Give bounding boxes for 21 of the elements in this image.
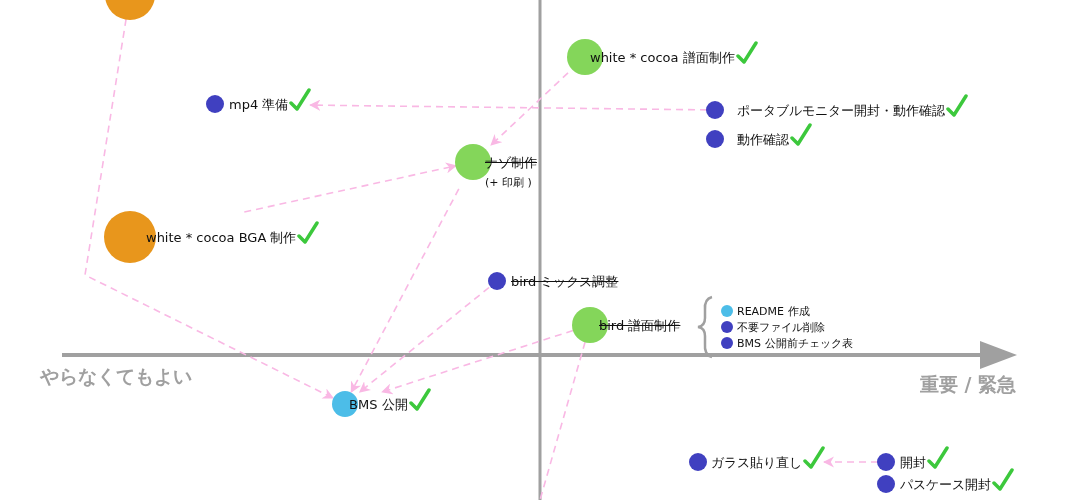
arrow (822, 456, 879, 468)
task-label: README 作成 (737, 304, 810, 320)
task-label: bird ミックス調整 (511, 272, 619, 291)
arrow (84, 18, 334, 399)
arrow (358, 286, 490, 393)
arrow (490, 72, 569, 146)
axis-label: 重要 / 緊急 (920, 372, 1017, 397)
task-label: パスケース開封 (900, 475, 991, 494)
task-label: 開封 (900, 453, 926, 472)
task-label: ポータブルモニター開封・動作確認 (737, 101, 945, 120)
task-note: (+ 印刷 ) (485, 174, 533, 190)
arrow (350, 188, 460, 393)
task-label: mp4 準備 (229, 95, 289, 114)
task-label: 動作確認 (737, 130, 789, 149)
arrow (381, 329, 574, 395)
task-label: BMS 公開前チェック表 (737, 336, 853, 352)
task-label: ナゾ制作 (485, 153, 537, 172)
axis-label: やらなくてもよい (40, 364, 192, 389)
task-label: 不要ファイル削除 (737, 320, 825, 336)
task-label: ガラス貼り直し (711, 453, 802, 472)
arrow (309, 99, 708, 111)
